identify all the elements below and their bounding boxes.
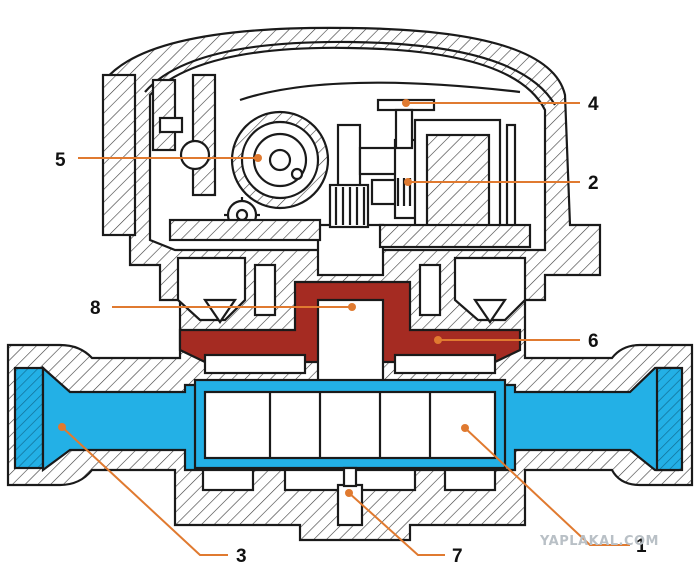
callout-7: 7 xyxy=(345,489,463,567)
watermark: YAPLAKAL.COM xyxy=(539,534,659,549)
callout-label-5: 5 xyxy=(55,150,66,171)
callout-label-3: 3 xyxy=(236,546,247,567)
callout-5: 5 xyxy=(55,150,262,171)
callout-label-4: 4 xyxy=(588,94,599,115)
water-channel xyxy=(13,365,684,527)
callout-3: 3 xyxy=(58,423,247,567)
callout-4: 4 xyxy=(402,94,599,115)
callout-label-7: 7 xyxy=(452,546,463,567)
callout-label-2: 2 xyxy=(588,173,599,194)
callout-2: 2 xyxy=(404,173,599,194)
callout-label-6: 6 xyxy=(588,331,599,352)
callout-8: 8 xyxy=(90,298,356,319)
callout-6: 6 xyxy=(434,331,599,352)
callout-1: 1 xyxy=(461,424,647,557)
callout-label-8: 8 xyxy=(90,298,101,319)
counter-mechanism xyxy=(101,73,532,324)
callout-label-1: 1 xyxy=(636,536,647,557)
